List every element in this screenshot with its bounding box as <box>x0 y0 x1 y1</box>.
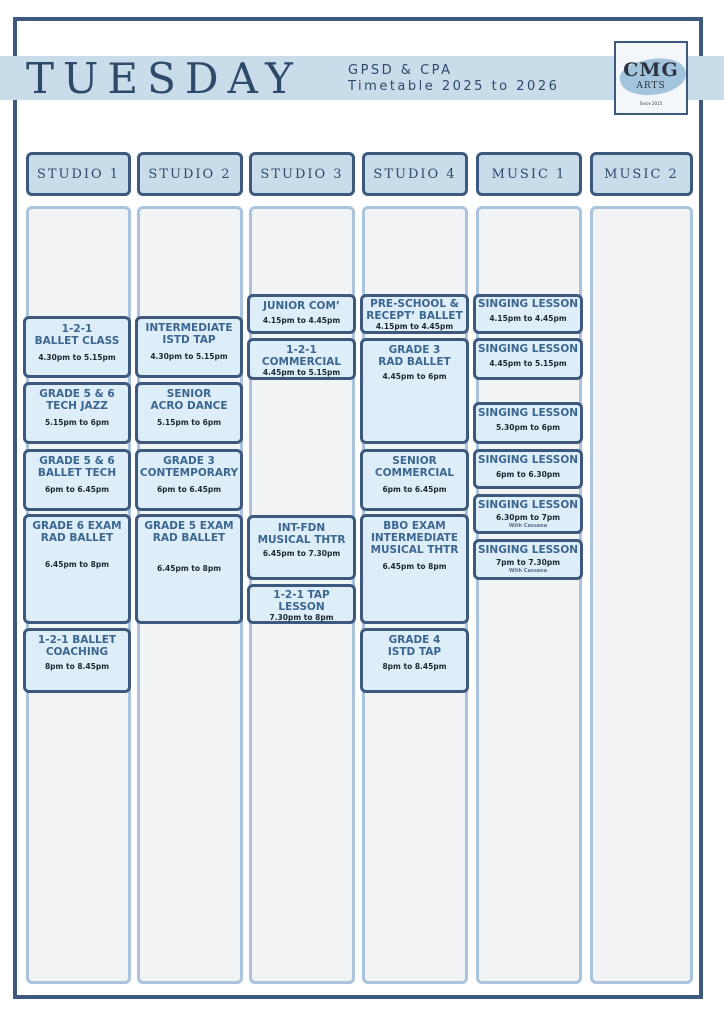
cmg-arts-logo: CMG ARTS Since 2015 <box>614 41 688 115</box>
class-note: With Cassana <box>508 568 548 574</box>
class-title: PRE-SCHOOL & RECEPT’ BALLET <box>366 298 463 322</box>
class-time: 8pm to 8.45pm <box>382 662 447 671</box>
class-block[interactable]: 1-2-1 TAP LESSON 7.30pm to 8pm <box>247 584 356 624</box>
class-time: 6pm to 6.45pm <box>156 485 222 494</box>
class-time: 4.15pm to 4.45pm <box>262 316 341 325</box>
class-time: 4.30pm to 5.15pm <box>150 352 228 361</box>
class-block[interactable]: 1-2-1 BALLET COACHING 8pm to 8.45pm <box>23 628 131 693</box>
class-title: INT-FDN MUSICAL THTR <box>257 522 346 546</box>
day-title: TUESDAY <box>26 54 302 103</box>
class-title: 1-2-1 BALLET COACHING <box>37 634 117 658</box>
class-time: 6pm to 6.30pm <box>495 470 561 479</box>
class-title: 1-2-1 BALLET CLASS <box>34 323 120 347</box>
class-time: 6.30pm to 7pm <box>495 513 561 522</box>
class-block[interactable]: SINGING LESSON 6.30pm to 7pm With Cassan… <box>473 494 583 534</box>
column-header-studio-3: STUDIO 3 <box>249 152 355 196</box>
class-block[interactable]: GRADE 5 & 6 TECH JAZZ 5.15pm to 6pm <box>23 382 131 444</box>
class-block[interactable]: SINGING LESSON 5.30pm to 6pm <box>473 402 583 444</box>
class-block[interactable]: INTERMEDIATE ISTD TAP 4.30pm to 5.15pm <box>135 316 243 378</box>
class-block[interactable]: BBO EXAM INTERMEDIATE MUSICAL THTR 6.45p… <box>360 514 469 624</box>
class-time: 7.30pm to 8pm <box>269 613 334 622</box>
subtitle-line-2: Timetable 2025 to 2026 <box>348 79 560 94</box>
class-title: SINGING LESSON <box>477 343 579 355</box>
class-time: 6.45pm to 8pm <box>382 562 447 571</box>
class-time: 6.45pm to 8pm <box>156 564 222 573</box>
class-block[interactable]: SINGING LESSON 4.45pm to 5.15pm <box>473 338 583 380</box>
class-time: 4.45pm to 6pm <box>382 372 447 381</box>
class-block[interactable]: SENIOR ACRO DANCE 5.15pm to 6pm <box>135 382 243 444</box>
class-block[interactable]: SINGING LESSON 7pm to 7.30pm With Cassan… <box>473 539 583 580</box>
class-time: 4.45pm to 5.15pm <box>262 368 341 377</box>
class-time: 6.45pm to 7.30pm <box>262 549 341 558</box>
class-title: GRADE 3 CONTEMPORARY <box>139 455 239 479</box>
column-header-studio-1: STUDIO 1 <box>26 152 131 196</box>
class-time: 5.15pm to 6pm <box>44 418 110 427</box>
class-time: 5.15pm to 6pm <box>156 418 222 427</box>
subtitle-line-1: GPSD & CPA <box>348 63 453 78</box>
logo-since-text: Since 2015 <box>639 101 663 106</box>
class-time: 8pm to 8.45pm <box>44 662 110 671</box>
class-title: BBO EXAM INTERMEDIATE MUSICAL THTR <box>370 520 459 556</box>
class-time: 4.15pm to 4.45pm <box>489 314 567 323</box>
class-title: GRADE 5 & 6 BALLET TECH <box>37 455 117 479</box>
class-block[interactable]: GRADE 5 & 6 BALLET TECH 6pm to 6.45pm <box>23 449 131 511</box>
class-block[interactable]: 1-2-1 COMMERCIAL 4.45pm to 5.15pm <box>247 338 356 380</box>
class-note: With Cassana <box>508 523 548 529</box>
page-frame <box>13 17 703 999</box>
column-music-1 <box>476 206 582 984</box>
class-title: GRADE 5 & 6 TECH JAZZ <box>39 388 115 412</box>
class-title: GRADE 6 EXAM RAD BALLET <box>32 520 122 544</box>
title-banner <box>0 56 724 100</box>
class-time: 6pm to 6.45pm <box>382 485 447 494</box>
class-time: 7pm to 7.30pm <box>495 558 561 567</box>
class-title: SINGING LESSON <box>477 499 579 511</box>
class-block[interactable]: GRADE 3 RAD BALLET 4.45pm to 6pm <box>360 338 469 444</box>
class-block[interactable]: GRADE 5 EXAM RAD BALLET 6.45pm to 8pm <box>135 514 243 624</box>
class-block[interactable]: SINGING LESSON 6pm to 6.30pm <box>473 449 583 489</box>
class-title: INTERMEDIATE ISTD TAP <box>145 322 233 346</box>
class-time: 4.45pm to 5.15pm <box>489 359 567 368</box>
logo-main-text: CMG <box>623 59 679 81</box>
class-time: 4.30pm to 5.15pm <box>38 353 116 362</box>
column-header-music-1: MUSIC 1 <box>476 152 582 196</box>
class-time: 4.15pm to 4.45pm <box>375 322 454 331</box>
class-title: 1-2-1 TAP LESSON <box>273 589 330 613</box>
column-music-2 <box>590 206 693 984</box>
column-header-studio-4: STUDIO 4 <box>362 152 468 196</box>
class-title: GRADE 4 ISTD TAP <box>387 634 442 658</box>
column-header-music-2: MUSIC 2 <box>590 152 693 196</box>
class-time: 5.30pm to 6pm <box>495 423 561 432</box>
class-time: 6.45pm to 8pm <box>44 560 110 569</box>
class-block[interactable]: GRADE 4 ISTD TAP 8pm to 8.45pm <box>360 628 469 693</box>
class-block[interactable]: JUNIOR COM’ 4.15pm to 4.45pm <box>247 294 356 334</box>
class-title: SINGING LESSON <box>477 544 579 556</box>
class-block[interactable]: GRADE 3 CONTEMPORARY 6pm to 6.45pm <box>135 449 243 511</box>
class-block[interactable]: INT-FDN MUSICAL THTR 6.45pm to 7.30pm <box>247 515 356 580</box>
class-title: SENIOR COMMERCIAL <box>374 455 455 479</box>
column-header-studio-2: STUDIO 2 <box>137 152 243 196</box>
class-title: SENIOR ACRO DANCE <box>150 388 228 412</box>
timetable-subtitle: GPSD & CPA Timetable 2025 to 2026 <box>348 63 559 95</box>
class-block[interactable]: GRADE 6 EXAM RAD BALLET 6.45pm to 8pm <box>23 514 131 624</box>
class-block[interactable]: 1-2-1 BALLET CLASS 4.30pm to 5.15pm <box>23 316 131 378</box>
class-title: SINGING LESSON <box>477 407 579 419</box>
class-time: 6pm to 6.45pm <box>44 485 110 494</box>
class-title: SINGING LESSON <box>477 454 579 466</box>
class-block[interactable]: SENIOR COMMERCIAL 6pm to 6.45pm <box>360 449 469 511</box>
class-title: GRADE 3 RAD BALLET <box>378 344 451 368</box>
class-block[interactable]: SINGING LESSON 4.15pm to 4.45pm <box>473 294 583 334</box>
class-title: SINGING LESSON <box>477 298 579 310</box>
class-title: 1-2-1 COMMERCIAL <box>261 344 342 368</box>
class-title: JUNIOR COM’ <box>263 300 340 312</box>
class-block[interactable]: PRE-SCHOOL & RECEPT’ BALLET 4.15pm to 4.… <box>360 294 469 334</box>
class-title: GRADE 5 EXAM RAD BALLET <box>144 520 234 544</box>
logo-sub-text: ARTS <box>636 81 666 91</box>
